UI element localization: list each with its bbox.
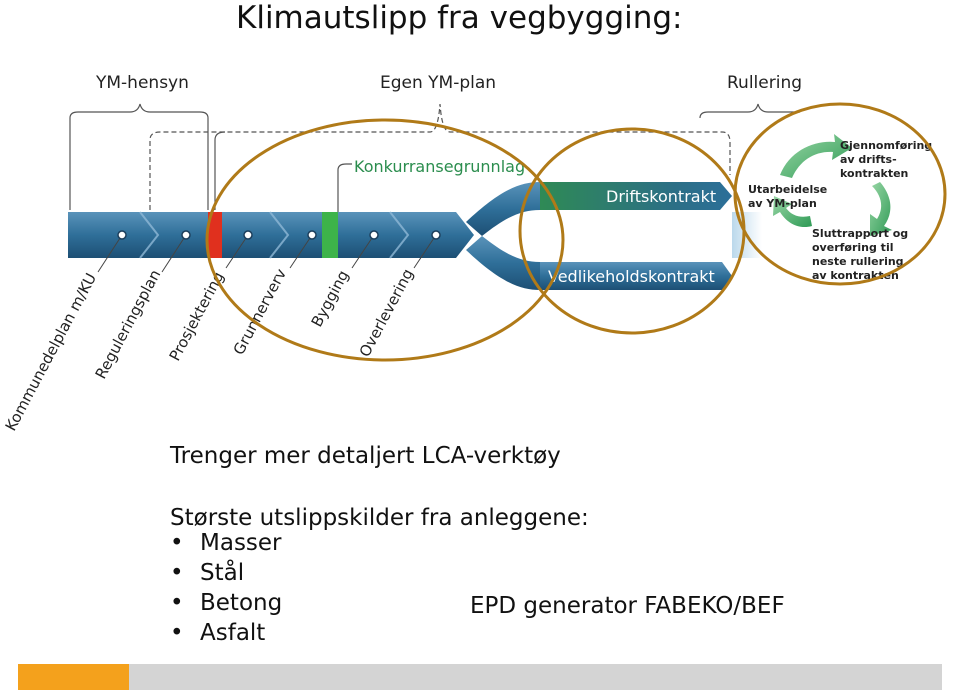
bracket-egen-ym-plan <box>149 103 731 210</box>
phase-marker-kommunedelplan <box>117 230 127 240</box>
group-label-ym-hensyn: YM-hensyn <box>95 73 189 93</box>
epd-note: EPD generator FABEKO/BEF <box>470 593 785 619</box>
phase-marker-reguleringsplan <box>181 230 191 240</box>
cycle-arrow-top <box>780 134 852 178</box>
branch-upper <box>466 182 540 236</box>
konkurransegrunnlag-connector <box>337 163 352 226</box>
phase-label-grunnerverv: Grunnerverv <box>230 266 290 358</box>
bracket-rullering <box>699 103 800 119</box>
phase-leader-prosjektering <box>225 234 249 269</box>
cycle-gjennomforing-line2: av drifts- <box>840 153 897 166</box>
vedlikeholdskontrakt-label: Vedlikeholdskontrakt <box>548 267 715 286</box>
phase-leader-kommunedelplan <box>97 234 123 273</box>
group-label-rullering: Rullering <box>727 73 802 93</box>
cycle-sluttrapport-line1: Sluttrapport og <box>812 227 908 240</box>
highlight-circle-construction <box>205 118 565 362</box>
highlight-circle-cycle <box>733 102 947 286</box>
driftskontrakt-label: Driftskontrakt <box>606 187 716 206</box>
branch-lower <box>466 236 540 290</box>
cycle-sluttrapport-line3: neste rullering <box>812 255 904 268</box>
main-arrow-band <box>68 211 474 259</box>
phase-label-reguleringsplan: Reguleringsplan <box>92 267 165 382</box>
bullet-item: •Asfalt <box>170 620 266 646</box>
cycle-gjennomforing-line3: kontrakten <box>840 167 908 180</box>
phase-label-kommunedelplan: Kommunedelplan m/KU <box>2 270 100 434</box>
bullet-item: •Masser <box>170 530 282 556</box>
lca-line: Trenger mer detaljert LCA-verktøy <box>170 443 561 469</box>
group-label-egen-ym-plan: Egen YM-plan <box>380 73 496 93</box>
phase-leader-bygging <box>351 234 375 269</box>
bracket-ym-hensyn <box>69 103 209 210</box>
phase-leader-reguleringsplan <box>161 234 187 273</box>
cycle-arrow-right <box>870 182 892 236</box>
cycle-arrow-bottom <box>773 196 812 228</box>
slide-title: Klimautslipp fra vegbygging: <box>236 0 683 36</box>
bullet-item: •Betong <box>170 590 283 616</box>
process-diagram: YM-hensyn Egen YM-plan Rullering Konkurr… <box>2 73 947 434</box>
phase-marker-grunnerverv <box>307 230 317 240</box>
highlight-circle-contracts <box>518 127 746 335</box>
footer-gray-bar <box>129 664 942 690</box>
cycle-utarbeidelse-line1: Utarbeidelse <box>748 183 827 196</box>
phase-leader-overlevering <box>413 234 437 269</box>
cycle-gjennomforing-line1: Gjennomføring <box>840 139 932 152</box>
cycle-utarbeidelse-line2: av YM-plan <box>748 197 817 210</box>
phase-label-bygging: Bygging <box>308 267 353 330</box>
phase-label-overlevering: Overlevering <box>356 266 417 360</box>
footer-accent-bar <box>18 664 129 690</box>
phase-marker-overlevering <box>431 230 441 240</box>
vedlikeholdskontrakt-arrow: Vedlikeholdskontrakt <box>540 262 732 290</box>
sources-heading: Største utslippskilder fra anleggene: <box>170 505 589 531</box>
konkurransegrunnlag-label: Konkurransegrunnlag <box>354 157 525 176</box>
phase-marker-bygging <box>369 230 379 240</box>
phase-marker-prosjektering <box>243 230 253 240</box>
cycle-sluttrapport-line2: overføring til <box>812 241 894 254</box>
bullet-list: •Masser •Stål •Betong •Asfalt <box>170 528 282 648</box>
driftskontrakt-arrow: Driftskontrakt <box>540 182 732 210</box>
rullering-cycle: Utarbeidelse av YM-plan Gjennomføring av… <box>748 134 932 282</box>
bullet-item: •Stål <box>170 560 245 586</box>
bracket-egen-ym-plan-solid <box>214 131 226 210</box>
phase-leader-grunnerverv <box>289 234 313 269</box>
